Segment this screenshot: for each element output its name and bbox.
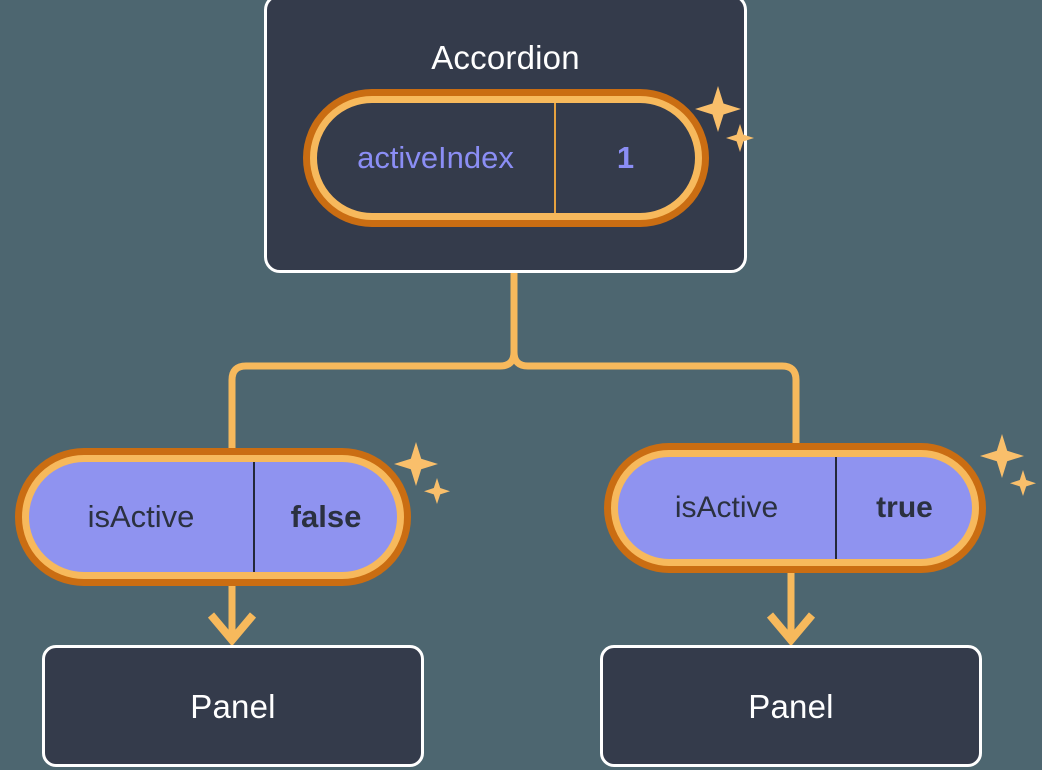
state-divider: [554, 103, 556, 213]
component-title: Panel: [190, 687, 276, 725]
component-node-panel-left[interactable]: Panel: [42, 645, 424, 767]
branch-connector-right: [510, 268, 800, 462]
sparkle-icon: [978, 432, 1036, 498]
state-key: isActive: [674, 491, 779, 524]
state-value: false: [290, 499, 362, 534]
branch-connector-left: [228, 268, 518, 464]
arrow-down-icon-right: [766, 612, 816, 647]
component-node-panel-right[interactable]: Panel: [600, 645, 982, 767]
state-pill-isactive-true[interactable]: isActive true: [611, 450, 979, 566]
arrow-down-icon-left: [207, 612, 257, 647]
state-value: 1: [616, 140, 635, 175]
component-title: Panel: [748, 687, 834, 725]
state-value: true: [876, 491, 933, 524]
component-title: Accordion: [431, 39, 580, 76]
state-pill-isactive-false[interactable]: isActive false: [22, 455, 404, 579]
state-key: activeIndex: [357, 140, 514, 175]
state-divider: [835, 457, 837, 559]
state-key: isActive: [87, 499, 195, 534]
state-pill-activeindex[interactable]: activeIndex 1: [310, 96, 702, 220]
state-divider: [253, 462, 255, 572]
